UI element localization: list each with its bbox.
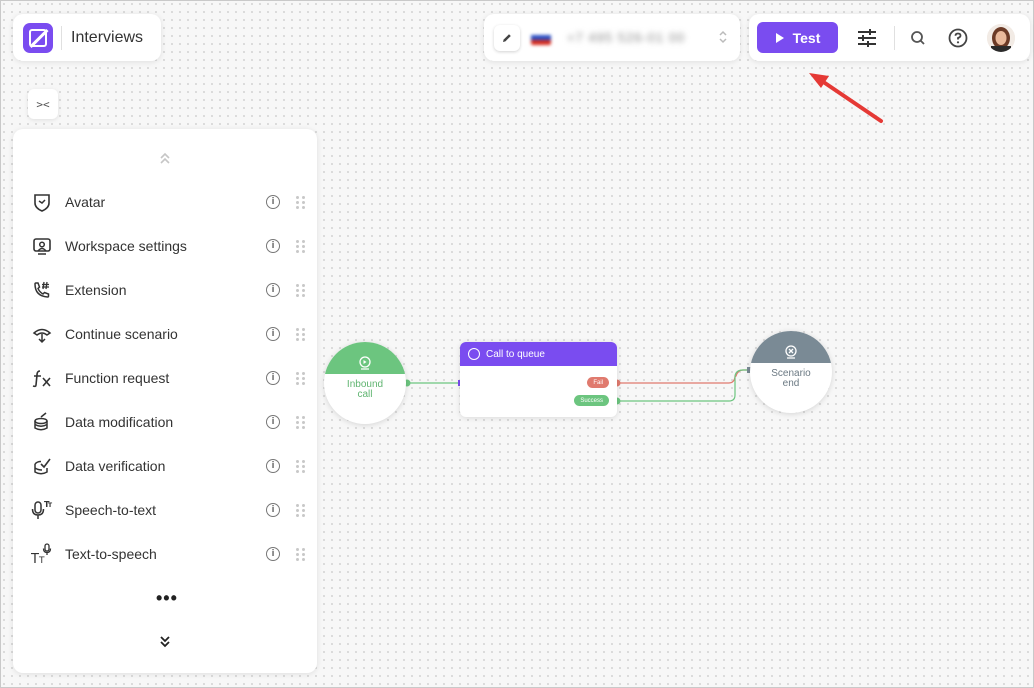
test-button[interactable]: Test [757,22,838,53]
drag-handle-icon[interactable] [296,415,306,429]
scroll-up-button[interactable] [156,149,174,167]
scenario-end-icon [785,345,797,359]
double-chevron-up-icon [160,152,170,164]
workspace-icon [31,235,53,257]
node-header: Call to queue [460,342,617,366]
sidebar-item-function-request[interactable]: Function request i [31,363,306,393]
info-icon[interactable]: i [266,195,280,209]
drag-handle-icon[interactable] [296,327,306,341]
sidebar-item-label: Function request [65,370,170,386]
play-icon [775,32,784,43]
app-logo-icon[interactable] [23,22,53,53]
success-output-label: Success [574,395,609,406]
drag-handle-icon[interactable] [296,547,306,561]
sidebar-item-label: Text-to-speech [65,546,157,562]
svg-text:T: T [44,500,50,509]
data-verification-icon [31,455,53,477]
drag-handle-icon[interactable] [296,195,306,209]
sidebar-item-label: Extension [65,282,127,298]
divider [894,25,895,50]
node-header [750,331,832,363]
edit-button[interactable] [494,24,520,51]
scroll-down-button[interactable] [156,633,174,651]
search-button[interactable] [907,27,929,49]
call-to-queue-node[interactable]: Call to queue Fail Success [460,342,617,417]
drag-handle-icon[interactable] [296,503,306,517]
sidebar-item-data-modification[interactable]: Data modification i [31,407,306,437]
svg-text:T: T [31,552,39,565]
user-photo-icon [987,23,1015,52]
help-icon [948,28,968,47]
info-icon[interactable]: i [266,283,280,297]
phone-selector-card: +7 495 526-01 00 [484,14,740,61]
svg-text:T: T [48,502,53,509]
info-icon[interactable]: i [266,239,280,253]
annotation-arrow-icon [809,73,883,123]
sidebar-item-extension[interactable]: Extension i [31,275,306,305]
phone-extension-icon [31,279,53,301]
toolbar-card: Test [749,14,1030,61]
country-flag-icon [531,30,551,45]
info-icon[interactable]: i [266,371,280,385]
node-title: Call to queue [486,348,545,360]
connection-success-end [617,369,750,402]
sliders-icon [858,28,876,47]
more-options-button[interactable]: ••• [156,588,178,608]
test-button-label: Test [792,29,821,46]
queue-icon [468,348,480,360]
divider [61,25,62,50]
fail-output-label: Fail [587,377,609,388]
sidebar-item-avatar[interactable]: Avatar i [31,187,306,217]
sidebar-item-data-verification[interactable]: Data verification i [31,451,306,481]
chevron-updown-icon[interactable] [718,29,728,46]
drag-handle-icon[interactable] [296,459,306,473]
connection-fail-end [617,369,750,384]
phone-number[interactable]: +7 495 526-01 00 [567,30,686,45]
settings-sliders-button[interactable] [856,27,878,49]
double-chevron-down-icon [160,636,170,648]
app-title: Interviews [71,28,144,46]
info-icon[interactable]: i [266,459,280,473]
sidebar-item-label: Data modification [65,414,174,430]
drag-handle-icon[interactable] [296,371,306,385]
svg-text:T: T [38,556,45,565]
sidebar-item-label: Data verification [65,458,166,474]
app-header-card: Interviews [13,14,161,61]
node-header [324,342,406,374]
sidebar-item-label: Continue scenario [65,326,178,342]
info-icon[interactable]: i [266,547,280,561]
search-icon [911,30,925,45]
sidebar-item-label: Workspace settings [65,238,187,254]
avatar-shield-icon [31,191,53,213]
sidebar-item-label: Avatar [65,194,106,210]
sidebar-item-workspace-settings[interactable]: Workspace settings i [31,231,306,261]
help-button[interactable] [947,27,969,49]
pencil-icon [503,33,511,42]
continue-scenario-icon [31,323,53,345]
info-icon[interactable]: i [266,327,280,341]
inbound-call-icon [359,356,371,370]
sidebar-item-label: Speech-to-text [65,502,157,518]
sidebar-item-continue-scenario[interactable]: Continue scenario i [31,319,306,349]
info-icon[interactable]: i [266,415,280,429]
drag-handle-icon[interactable] [296,283,306,297]
drag-handle-icon[interactable] [296,239,306,253]
collapse-icon: >< [36,97,50,111]
data-modification-icon [31,411,53,433]
blocks-sidebar: Avatar i Workspace settings i Extension … [13,129,317,673]
user-avatar[interactable] [987,23,1015,52]
collapse-panel-button[interactable]: >< [28,89,58,119]
info-icon[interactable]: i [266,503,280,517]
function-fx-icon [31,367,53,389]
